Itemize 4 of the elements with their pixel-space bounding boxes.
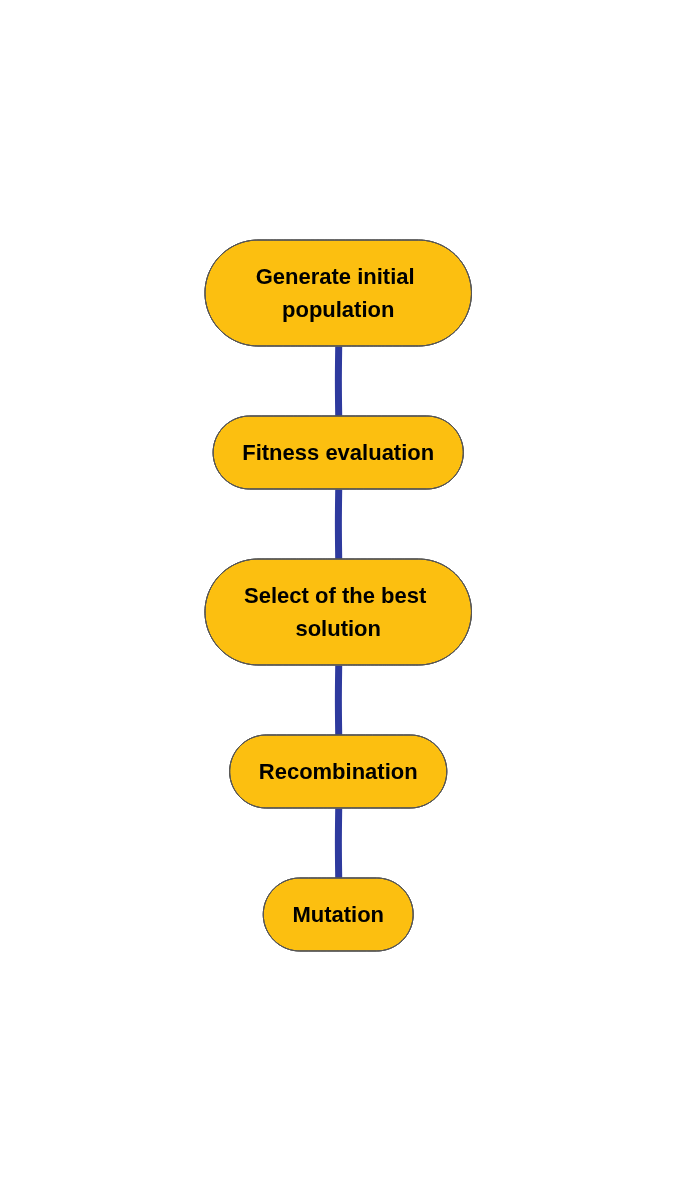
connector [334,489,342,560]
connector [334,808,342,879]
connector [334,665,342,736]
connector [334,346,342,417]
